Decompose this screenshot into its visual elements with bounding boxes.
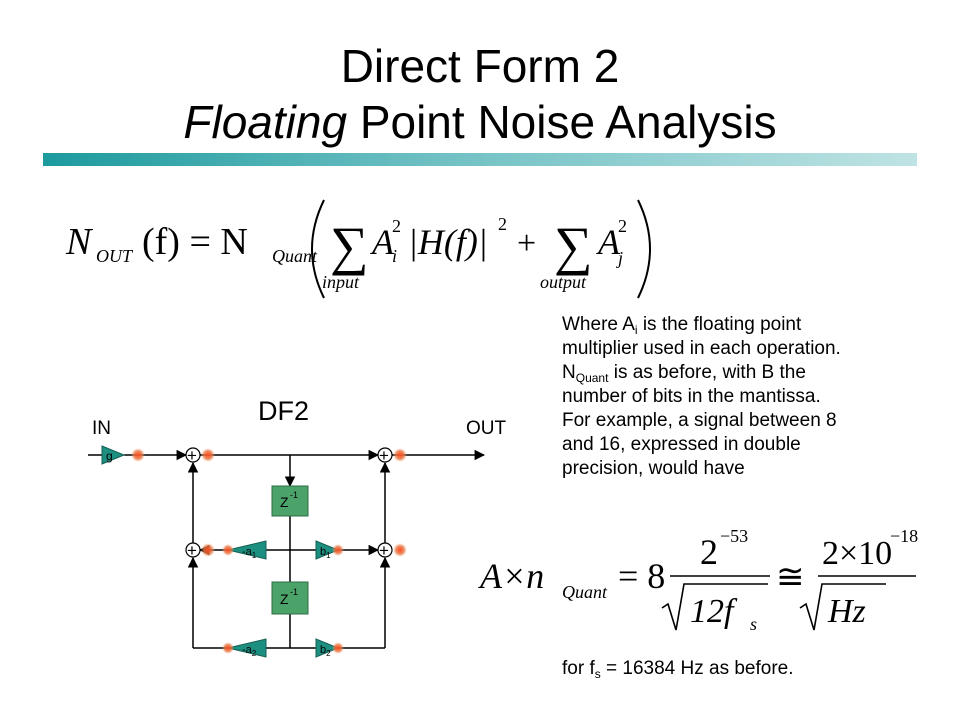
title-divider-bar bbox=[43, 153, 917, 166]
noise-dot bbox=[201, 448, 215, 462]
noise-dot bbox=[332, 544, 344, 556]
noise-dot bbox=[131, 448, 145, 462]
diagram-out-label: OUT bbox=[466, 418, 507, 439]
noise-dot bbox=[201, 543, 215, 557]
ex-lhs-sub: Quant bbox=[562, 582, 608, 602]
delay-z1-block bbox=[271, 485, 309, 517]
note-line-7: precision, would have bbox=[562, 458, 745, 479]
delay-z2-exp: -1 bbox=[290, 587, 298, 597]
eq-plus: + bbox=[517, 225, 536, 262]
footer-text-a: for f bbox=[562, 658, 595, 679]
eq-term2-sup: 2 bbox=[618, 216, 627, 236]
title-line-1: Direct Form 2 bbox=[340, 40, 620, 92]
title-rest: Point Noise Analysis bbox=[347, 96, 777, 148]
ex-lhs: A×n bbox=[478, 556, 544, 596]
sum-symbol: + bbox=[187, 446, 197, 465]
coef-a2-label: -a2 bbox=[242, 644, 257, 658]
eq-lhs-sub: OUT bbox=[96, 246, 134, 266]
eq-term2: A bbox=[596, 222, 621, 262]
footer-sub: s bbox=[594, 667, 601, 681]
noise-source-dots bbox=[131, 448, 407, 654]
ex-den2: Hz bbox=[827, 593, 866, 630]
coef-b2-label: b2 bbox=[320, 644, 331, 658]
eq-abs-expr: |H(f)| bbox=[408, 222, 488, 262]
title-line-2: Floating Point Noise Analysis bbox=[0, 94, 960, 150]
sum-junction-top-right bbox=[377, 447, 393, 463]
noise-equation: N OUT (f) = N Quant ∑ input A i 2 |H(f)|… bbox=[65, 199, 651, 299]
delay-z2-label: Z bbox=[280, 591, 289, 607]
note-line-1: Where Ai is the floating point bbox=[562, 314, 802, 337]
sum-symbol: + bbox=[187, 541, 197, 560]
delay-z1-exp: -1 bbox=[290, 490, 298, 500]
eq-term1: A bbox=[370, 222, 395, 262]
explanation-text: Where Ai is the floating point multiplie… bbox=[562, 313, 922, 481]
note-line-6: and 16, expressed in double bbox=[562, 434, 801, 455]
note-line-2: multiplier used in each operation. bbox=[562, 338, 841, 359]
eq-term1-sup: 2 bbox=[392, 216, 401, 236]
note-line-3: NQuant is as before, with B the bbox=[562, 362, 806, 385]
gain-g-block bbox=[101, 445, 126, 465]
gain-g-label: g bbox=[106, 449, 113, 463]
noise-dot bbox=[393, 543, 407, 557]
diagram-title: DF2 bbox=[258, 396, 309, 426]
coef-b1-label: b1 bbox=[320, 546, 331, 560]
title-italic-word: Floating bbox=[183, 96, 348, 148]
coef-b1-block bbox=[315, 540, 340, 560]
delay-z2-block bbox=[271, 581, 309, 615]
noise-dot bbox=[222, 642, 234, 654]
eq-sum1-sub: input bbox=[322, 272, 360, 292]
eq-left-paren bbox=[311, 199, 325, 299]
diagram-in-label: IN bbox=[92, 418, 111, 439]
footer-note: for fs = 16384 Hz as before. bbox=[562, 657, 794, 681]
ex-den1-sub: s bbox=[750, 614, 757, 634]
eq-right-paren bbox=[637, 199, 651, 299]
slide-title: Direct Form 2 Floating Point Noise Analy… bbox=[0, 38, 960, 150]
df2-block-diagram: DF2 IN OUT g Z -1 Z -1 -a1 -a2 b1 b2 bbox=[88, 396, 507, 658]
coef-a1-block bbox=[227, 540, 267, 560]
noise-dot bbox=[393, 448, 407, 462]
eq-quant-sub: Quant bbox=[272, 246, 318, 266]
eq-term1-sub: i bbox=[392, 246, 397, 266]
sum-junction-mid-right bbox=[377, 542, 393, 558]
note-line-4: number of bits in the mantissa. bbox=[562, 386, 821, 407]
ex-den1: 12f bbox=[690, 593, 738, 630]
eq-term2-sub: j bbox=[616, 248, 623, 268]
eq-lhs-arg: (f) = N bbox=[142, 221, 248, 263]
ex-approx: ≅ bbox=[776, 559, 805, 596]
sum-junction-mid-left bbox=[185, 542, 201, 558]
eq-abs-sup: 2 bbox=[498, 214, 507, 234]
ex-num2-exp: −18 bbox=[890, 526, 918, 546]
ex-eq: = 8 bbox=[618, 556, 665, 596]
eq-sum1-symbol: ∑ bbox=[330, 216, 369, 276]
coef-b2-block bbox=[315, 638, 340, 658]
noise-dot bbox=[332, 642, 344, 654]
eq-sum2-sub: output bbox=[540, 272, 587, 292]
eq-lhs-N: N bbox=[65, 221, 94, 263]
ex-sqrt1 bbox=[661, 583, 768, 631]
sum-symbol: + bbox=[379, 541, 389, 560]
footer-text-b: = 16384 Hz as before. bbox=[600, 658, 794, 679]
eq-sum2-symbol: ∑ bbox=[554, 216, 593, 276]
coef-a2-block bbox=[227, 638, 267, 658]
example-equation: A×n Quant = 8 2 −53 12f s ≅ 2×10 −18 Hz bbox=[478, 526, 918, 634]
note-line-5: For example, a signal between 8 bbox=[562, 410, 837, 431]
delay-z1-label: Z bbox=[280, 494, 289, 510]
ex-num2: 2×10 bbox=[822, 535, 892, 572]
sum-junction-top-left bbox=[185, 447, 201, 463]
noise-dot bbox=[222, 544, 234, 556]
sum-symbol: + bbox=[379, 446, 389, 465]
ex-num1-base: 2 bbox=[700, 532, 718, 572]
ex-sqrt2 bbox=[799, 583, 886, 631]
ex-num1-exp: −53 bbox=[720, 526, 748, 546]
coef-a1-label: -a1 bbox=[242, 546, 257, 560]
